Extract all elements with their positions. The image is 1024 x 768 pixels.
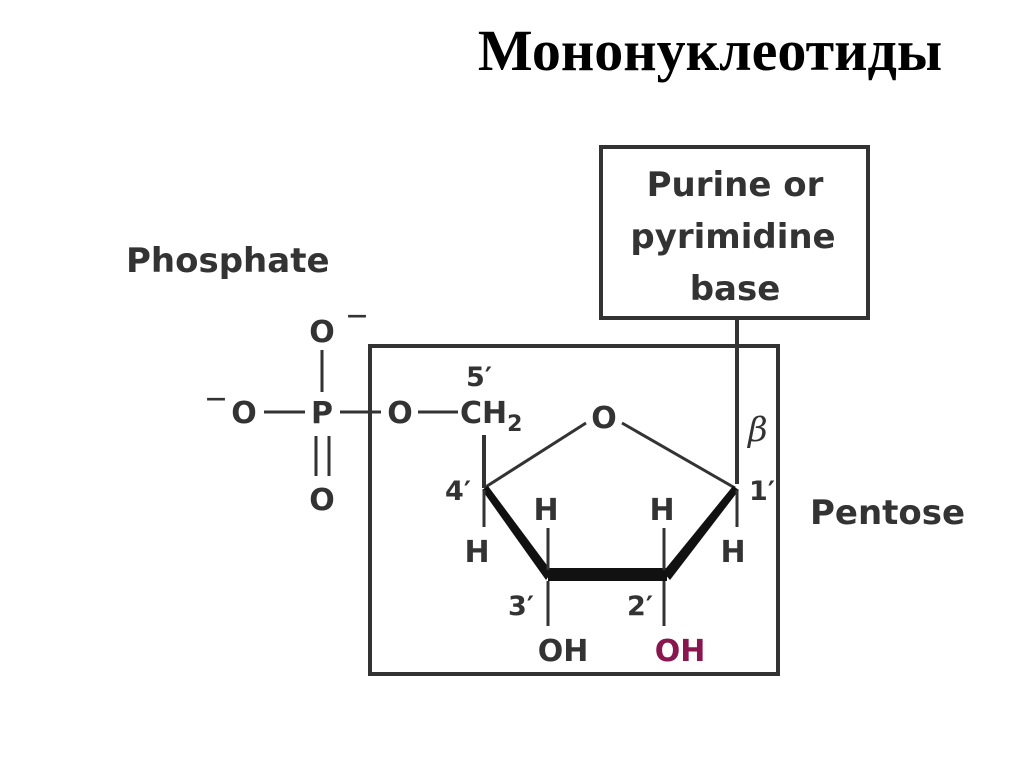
c4-c3-wedge (482, 486, 552, 580)
h-on-c1: H (720, 535, 745, 570)
c1-position: 1′ (749, 476, 775, 507)
c4-position: 4′ (445, 476, 471, 507)
base-label-line2: pyrimidine (630, 217, 835, 257)
phosphate-o-bottom: O (309, 483, 335, 518)
phosphate-label: Phosphate (126, 241, 330, 281)
h-on-c3: H (533, 493, 558, 528)
phosphate-o-left: O (231, 396, 257, 431)
c5-position: 5′ (466, 362, 492, 393)
base-label-line1: Purine or (647, 165, 824, 205)
oh-on-c2-highlighted: OH (655, 634, 706, 669)
phosphorus: P (311, 396, 333, 431)
page-title: Мононуклеотиды (477, 18, 943, 83)
phosphate-o-left-charge: — (206, 386, 226, 410)
bridge-oxygen: O (387, 396, 413, 431)
h-on-c4: H (464, 535, 489, 570)
ch2-group: CH2 (460, 396, 522, 437)
c4-o-ring-bond (483, 421, 587, 490)
pentose-box (368, 344, 780, 676)
oh-on-c3: OH (538, 634, 589, 669)
c3-c2-wedge (548, 568, 667, 581)
phosphate-o-top-charge: — (347, 303, 367, 327)
base-label-line3: base (690, 269, 781, 309)
c2-c1-wedge (663, 486, 739, 580)
c2-position: 2′ (627, 591, 653, 622)
o-c1-ring-bond (621, 421, 736, 490)
c3-position: 3′ (508, 591, 534, 622)
phosphate-o-top: O (309, 315, 335, 350)
h-on-c2: H (649, 493, 674, 528)
pentose-label: Pentose (810, 493, 965, 533)
ring-oxygen: O (591, 401, 617, 436)
base-box (599, 145, 870, 320)
beta-label: β (746, 410, 768, 450)
